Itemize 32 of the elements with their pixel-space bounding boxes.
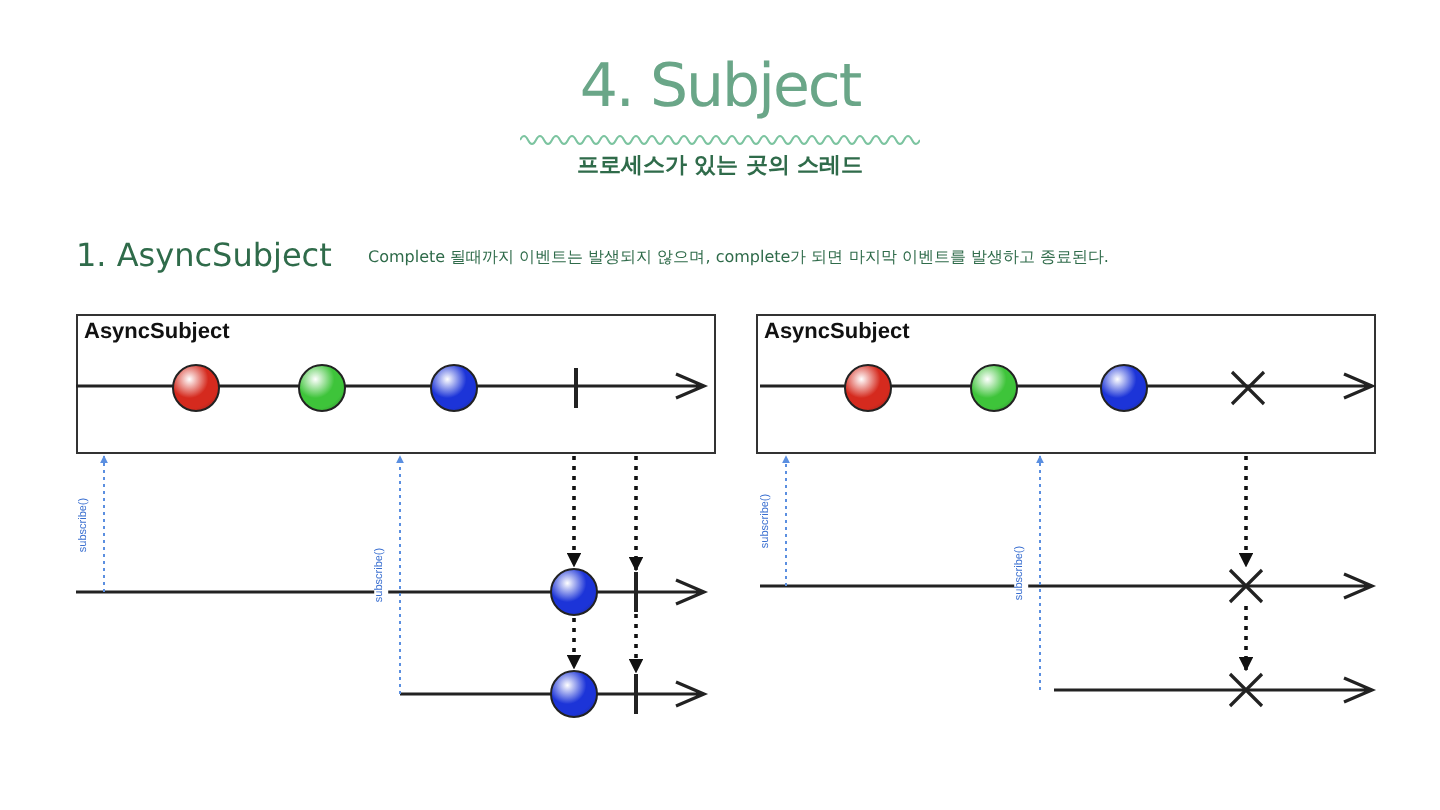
arrow <box>628 614 644 674</box>
error-mark <box>1230 370 1266 406</box>
marble <box>550 568 598 616</box>
subject-box <box>756 314 1376 454</box>
error-mark <box>1228 568 1264 604</box>
completion-mark <box>574 368 578 408</box>
marble <box>844 364 892 412</box>
marble <box>1100 364 1148 412</box>
arrow <box>628 456 644 572</box>
error-mark <box>1228 672 1264 708</box>
completion-mark <box>634 674 638 714</box>
arrow <box>1238 606 1254 672</box>
subject-box <box>76 314 716 454</box>
arrow <box>1036 455 1044 691</box>
marble <box>970 364 1018 412</box>
box-title: AsyncSubject <box>764 320 910 344</box>
marble <box>430 364 478 412</box>
subtitle: 프로세스가 있는 곳의 스레드 <box>574 150 866 180</box>
arrow <box>566 618 582 670</box>
arrow <box>396 455 404 695</box>
arrow <box>1238 456 1254 568</box>
marble <box>172 364 220 412</box>
title: 4. Subject <box>577 52 863 122</box>
marble <box>550 670 598 718</box>
section-heading: 1. AsyncSubject <box>76 236 332 274</box>
description: Complete 될때까지 이벤트는 발생되지 않으며, complete가 되면 마지막 이벤트를 발생하고 종료된다. <box>368 246 1109 268</box>
arrow <box>100 455 108 593</box>
box-title: AsyncSubject <box>84 320 230 344</box>
arrow <box>782 455 790 587</box>
completion-mark <box>634 572 638 612</box>
arrow <box>566 456 582 568</box>
marble <box>298 364 346 412</box>
